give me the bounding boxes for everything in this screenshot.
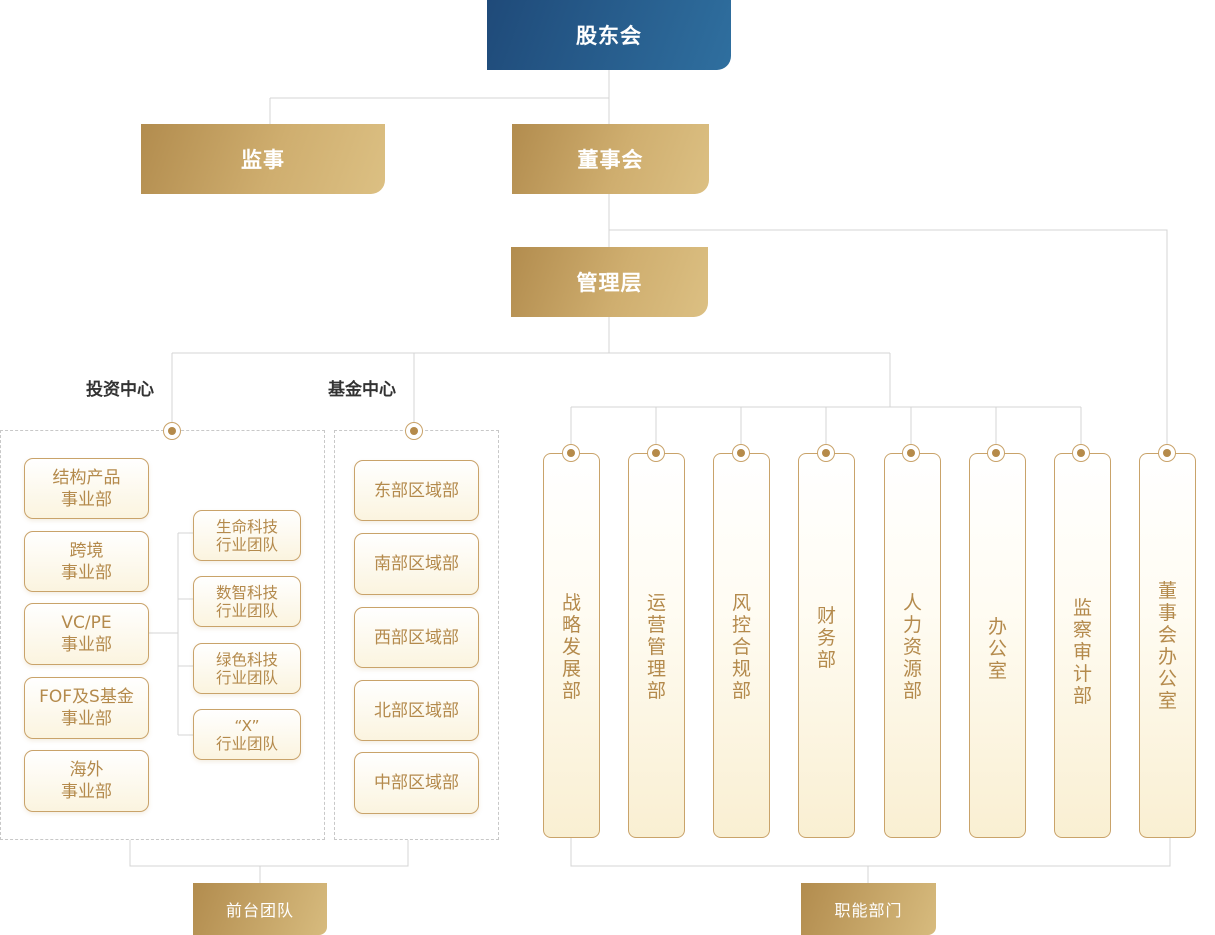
dept-operations: 运 营 管 理 部 [628, 453, 685, 838]
fund-region-east: 东部区域部 [354, 460, 479, 521]
connector-dot [647, 444, 665, 462]
industry-team-x: “X” 行业团队 [193, 709, 301, 760]
connector-dot [163, 422, 181, 440]
connector-dot [405, 422, 423, 440]
connector-dot [902, 444, 920, 462]
investment-center-label: 投资中心 [86, 380, 154, 400]
industry-team-life: 生命科技 行业团队 [193, 510, 301, 561]
investment-center-group [0, 430, 325, 840]
fund-region-north: 北部区域部 [354, 680, 479, 741]
connector-dot [1158, 444, 1176, 462]
dept-risk: 风 控 合 规 部 [713, 453, 770, 838]
connector-dot [562, 444, 580, 462]
dept-office: 办 公 室 [969, 453, 1026, 838]
fund-region-west: 西部区域部 [354, 607, 479, 668]
connector-dot [987, 444, 1005, 462]
dept-board-office: 董 事 会 办 公 室 [1139, 453, 1196, 838]
investment-unit-vcpe: VC/PE 事业部 [24, 603, 149, 665]
management-box: 管理层 [511, 247, 708, 317]
dept-audit: 监 察 审 计 部 [1054, 453, 1111, 838]
front-team-box: 前台团队 [193, 883, 327, 935]
investment-unit-structured: 结构产品 事业部 [24, 458, 149, 519]
dept-strategy: 战 略 发 展 部 [543, 453, 600, 838]
dept-hr: 人 力 资 源 部 [884, 453, 941, 838]
board-box: 董事会 [512, 124, 709, 194]
shareholders-box: 股东会 [487, 0, 731, 70]
investment-unit-crossborder: 跨境 事业部 [24, 531, 149, 592]
fund-region-central: 中部区域部 [354, 752, 479, 814]
investment-unit-overseas: 海外 事业部 [24, 750, 149, 812]
supervisor-box: 监事 [141, 124, 385, 194]
connector-dot [1072, 444, 1090, 462]
functional-depts-box: 职能部门 [801, 883, 936, 935]
investment-unit-fof: FOF及S基金 事业部 [24, 677, 149, 739]
connector-dot [732, 444, 750, 462]
industry-team-digital: 数智科技 行业团队 [193, 576, 301, 627]
fund-center-label: 基金中心 [328, 380, 396, 400]
dept-finance: 财 务 部 [798, 453, 855, 838]
connector-dot [817, 444, 835, 462]
industry-team-green: 绿色科技 行业团队 [193, 643, 301, 694]
fund-region-south: 南部区域部 [354, 533, 479, 595]
